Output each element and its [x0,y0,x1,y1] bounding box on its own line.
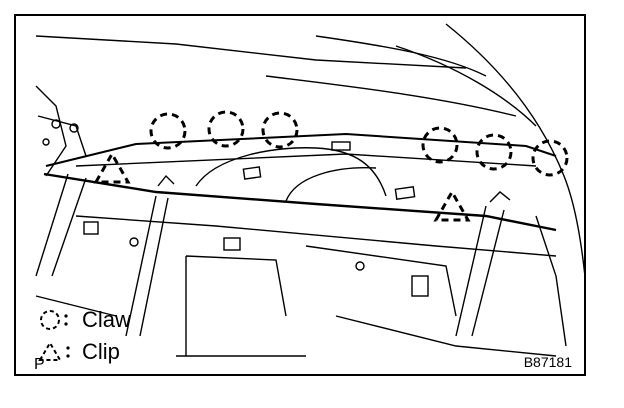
seat-latch-right [411,275,429,297]
left-pillar [35,85,67,177]
claw-marker-6 [531,139,569,177]
corner-label: P [34,356,45,373]
right-trim [535,215,567,347]
seat-latch-left [83,221,99,235]
window-contour-3 [395,45,537,127]
claw-marker-5 [475,133,513,171]
claw-marker-2 [207,110,245,148]
clip-symbol-icon [38,341,70,361]
window-contour-4 [265,75,517,117]
seat-latch-center [223,237,241,251]
legend-clip: Clip [36,336,131,368]
seatback-opening [176,255,306,357]
tray-vent-2 [394,186,416,200]
rear-window-curve [445,23,584,274]
tray-top-edge [45,132,557,167]
legend-claw: Claw [36,304,131,336]
seatbelt-guide-left [157,174,175,187]
tray-rear-edge [75,153,537,167]
tray-center-seam [195,147,387,197]
seatbelt-center [125,195,169,337]
seatback-top [75,215,557,257]
roof-line [35,35,467,69]
claw-marker-4 [421,126,459,164]
pillar-hole-2 [69,123,79,133]
legend: Claw Clip [36,304,131,368]
legend-claw-label: Claw [82,307,131,332]
tray-vent-1 [242,166,262,180]
tray-vent-3 [331,141,351,151]
window-contour-2 [315,35,487,77]
seat-hole-1 [129,237,139,247]
seatbelt-right [455,205,505,337]
diagram-frame: Claw Clip P B87181 [14,14,586,376]
claw-marker-3 [261,111,299,149]
claw-marker-1 [149,112,187,150]
legend-clip-label: Clip [82,339,120,364]
tray-right-seam [285,167,377,202]
tray-front-edge [43,172,557,232]
seatbelt-left [35,173,87,277]
clip-marker-1 [93,150,131,184]
seat-lower-edge [35,295,557,357]
claw-symbol-icon [40,310,68,330]
figure-code: B87181 [523,354,572,370]
seatbelt-guide-right [489,191,511,203]
pillar-hole-1 [51,119,61,129]
seat-hole-2 [355,261,365,271]
package-tray-illustration [35,23,584,357]
left-pillar-inner [37,115,87,157]
clip-marker-2 [433,188,471,222]
seatback-right-panel [305,245,457,317]
pillar-hole-3 [42,138,50,146]
